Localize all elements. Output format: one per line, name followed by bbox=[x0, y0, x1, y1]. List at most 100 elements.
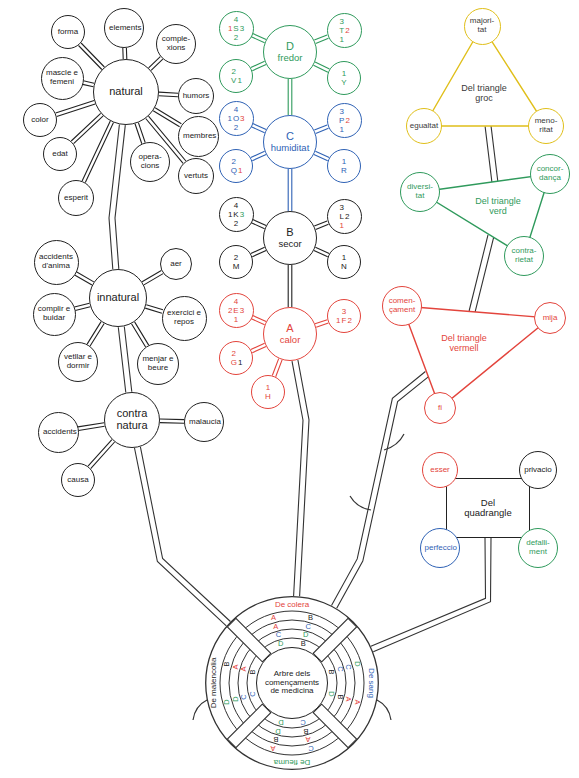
principle-circle: contra natura bbox=[104, 392, 160, 448]
root-curl bbox=[193, 700, 207, 720]
ring-letter: A bbox=[232, 664, 240, 669]
ring-letter: A bbox=[273, 623, 278, 631]
wheel-band bbox=[313, 618, 356, 661]
text-group: vertuts bbox=[184, 172, 208, 181]
ring-letter: D bbox=[303, 632, 308, 640]
code-mark: 1 bbox=[228, 210, 232, 219]
text-group: 1R bbox=[340, 157, 348, 175]
connector bbox=[288, 79, 292, 115]
text-group: concor-dança bbox=[534, 165, 567, 182]
letter-circle: 1N bbox=[327, 245, 361, 279]
code-mark: 4 bbox=[233, 297, 238, 306]
text-group: vetllar e dormir bbox=[62, 353, 95, 370]
code-mark: 3 bbox=[240, 210, 244, 219]
hub-circle: Acalor bbox=[263, 307, 317, 361]
connector bbox=[159, 92, 178, 97]
principle-circle: privacio bbox=[519, 451, 557, 489]
text-group: comple-xions bbox=[161, 35, 192, 52]
ring-letter: C bbox=[276, 632, 281, 640]
code-mark: 1 bbox=[227, 114, 231, 123]
connector bbox=[135, 447, 231, 626]
code-mark: Y bbox=[341, 78, 346, 87]
circle-label: egualtat bbox=[410, 122, 438, 131]
circle-label: exercici e repos bbox=[167, 309, 201, 326]
principle-circle: majori-tat bbox=[464, 8, 501, 45]
circle-label: mascle e femeni bbox=[46, 69, 79, 86]
humor-label: De malencolia bbox=[210, 658, 218, 709]
circle-label: innatural bbox=[97, 292, 139, 304]
code-mark: 1 bbox=[238, 358, 242, 367]
branch-twig bbox=[384, 434, 404, 450]
ring-letter: D bbox=[223, 699, 231, 704]
text-group: 1N bbox=[340, 253, 348, 271]
wheel-band bbox=[227, 618, 270, 661]
circle-label: esperit bbox=[64, 194, 88, 203]
connector bbox=[109, 125, 125, 270]
text-group: 41O32 bbox=[227, 105, 244, 132]
letter-circle: 1H bbox=[251, 375, 285, 409]
connector bbox=[251, 343, 266, 352]
text-group: Acalor bbox=[280, 323, 301, 345]
ring-letter: D bbox=[278, 718, 283, 726]
hub-letter: B bbox=[278, 227, 301, 239]
circle-label: diversi-tat bbox=[404, 183, 437, 200]
circle-label: concor-dança bbox=[534, 165, 567, 182]
circle-label: accidents bbox=[43, 428, 73, 437]
connector bbox=[71, 113, 103, 143]
ring-letter: B bbox=[249, 669, 257, 674]
text-group: Arbre dels començaments de medicina bbox=[263, 670, 322, 696]
text-group: 1H bbox=[264, 383, 272, 401]
connector bbox=[145, 305, 163, 314]
principle-circle: humors bbox=[178, 78, 214, 114]
circle-label: vetllar e dormir bbox=[62, 353, 95, 370]
ring-letter: D bbox=[276, 727, 281, 735]
code-mark: G bbox=[231, 358, 237, 367]
connector bbox=[142, 271, 163, 285]
ring-letter: B bbox=[301, 640, 306, 648]
letter-circle: 3L21 bbox=[327, 199, 362, 234]
code-mark: 2 bbox=[233, 253, 240, 262]
ring-letter: C bbox=[249, 691, 257, 696]
principle-circle: concor-dança bbox=[530, 154, 570, 194]
principle-circle: esperit bbox=[58, 180, 94, 216]
ring-letter: B bbox=[327, 669, 335, 674]
principle-circle: fi bbox=[424, 392, 456, 424]
code-mark: 1 bbox=[341, 157, 347, 166]
text-group: contra natura bbox=[109, 408, 155, 432]
connector bbox=[314, 35, 328, 44]
connector bbox=[78, 423, 105, 431]
hub-circle: Bsecor bbox=[263, 211, 317, 265]
connector bbox=[288, 265, 292, 307]
circle-label: esser bbox=[430, 466, 450, 475]
circle-label: defalli-ment bbox=[522, 539, 555, 556]
text-group: 3L21 bbox=[339, 203, 350, 230]
connector bbox=[314, 151, 329, 160]
wheel-band bbox=[227, 704, 270, 747]
code-mark: Q bbox=[231, 166, 237, 175]
circle-label: meno-ritat bbox=[531, 117, 561, 134]
principle-circle: membres bbox=[178, 116, 219, 157]
ring-letter: A bbox=[344, 697, 352, 702]
connector bbox=[135, 123, 145, 144]
text-group: color bbox=[31, 116, 48, 125]
connector bbox=[87, 322, 104, 346]
letter-circle: 2Q1 bbox=[219, 149, 253, 183]
principle-circle: esser bbox=[422, 452, 458, 488]
root-curl bbox=[377, 700, 391, 720]
text-group: menjar e beure bbox=[142, 355, 175, 372]
circle-label: aer bbox=[170, 260, 182, 269]
text-group: opera-cions bbox=[134, 153, 167, 170]
code-mark: K bbox=[233, 210, 238, 219]
ring-letter: B bbox=[308, 614, 313, 622]
principle-circle: vetllar e dormir bbox=[58, 342, 98, 382]
circle-label: majori-tat bbox=[467, 17, 497, 34]
code-mark: 3 bbox=[339, 17, 344, 26]
hub-letter: A bbox=[280, 323, 301, 335]
circle-label: vertuts bbox=[184, 172, 208, 181]
text-group: malaucia bbox=[189, 418, 219, 427]
principle-circle: accidents bbox=[38, 412, 79, 453]
triangle-label: Del triangle groc bbox=[458, 84, 510, 103]
code-mark: 1 bbox=[339, 125, 344, 134]
code-mark: P bbox=[339, 116, 344, 125]
